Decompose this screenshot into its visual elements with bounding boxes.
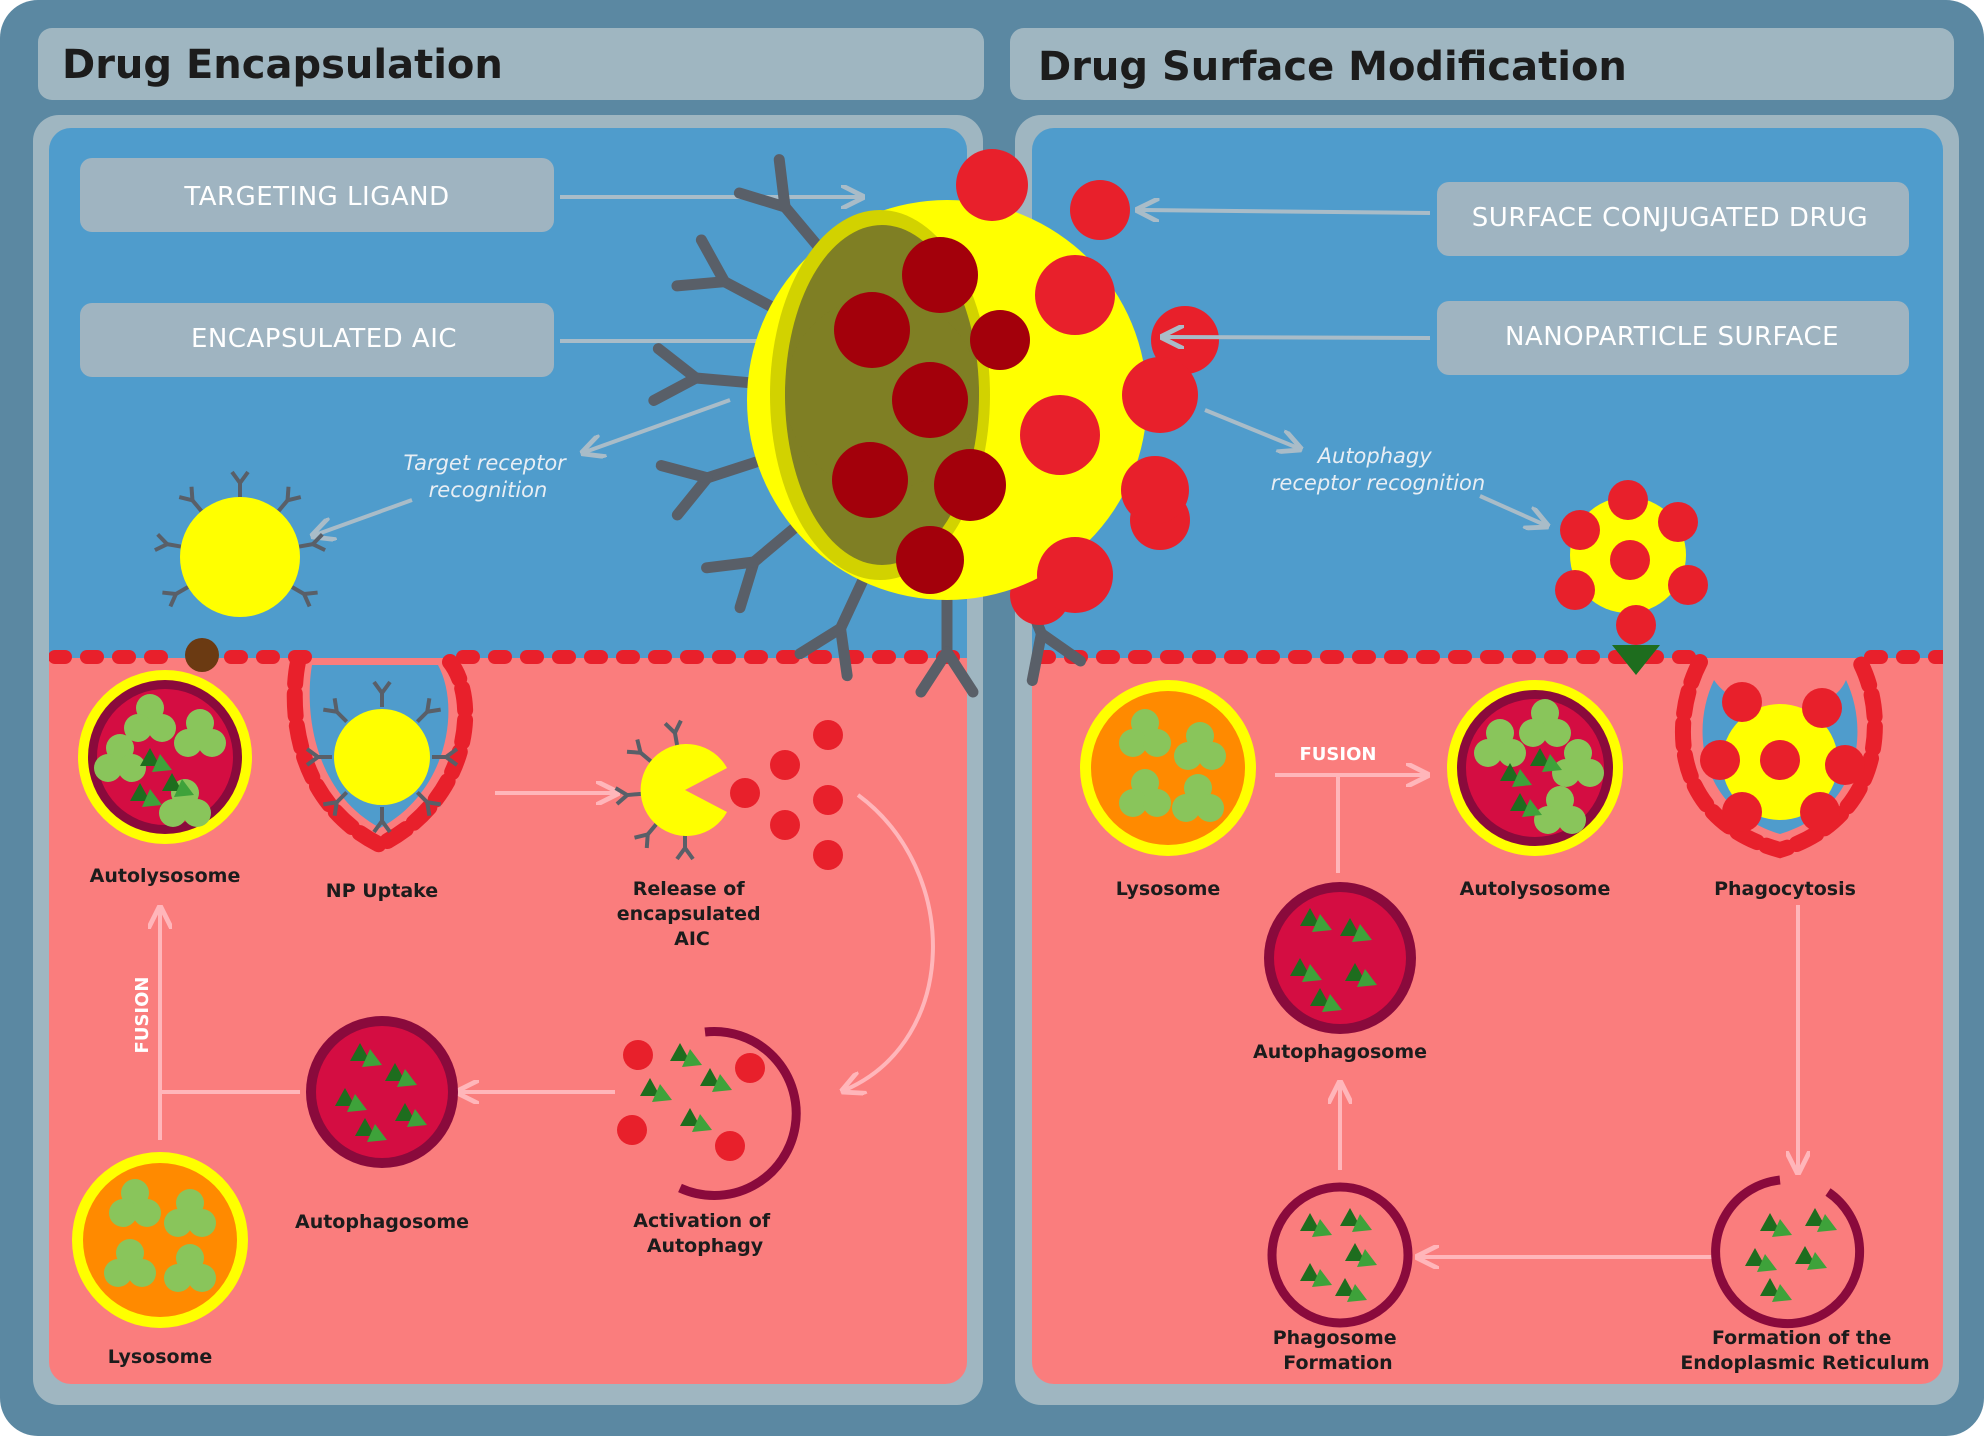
ligand-nanoparticle bbox=[152, 470, 328, 672]
docking-nanoparticle bbox=[1555, 480, 1708, 675]
left-title: Drug Encapsulation bbox=[62, 42, 503, 88]
activation-caption: Activation of Autophagy bbox=[633, 1210, 777, 1257]
right-header bbox=[1010, 28, 1954, 100]
phagocytosis-caption: Phagocytosis bbox=[1714, 878, 1856, 900]
arrow-icon bbox=[1479, 494, 1545, 525]
targeting-ligand-box bbox=[80, 158, 554, 232]
encapsulated-aic-box bbox=[80, 303, 554, 377]
targeting-ligand-label: TARGETING LIGAND bbox=[183, 182, 449, 212]
right-autophagosome bbox=[1264, 882, 1416, 1034]
activation-autophagy bbox=[617, 1027, 801, 1200]
left-fusion-label: FUSION bbox=[132, 977, 153, 1054]
np-surface-box bbox=[1437, 301, 1909, 375]
left-autolysosome-caption: Autolysosome bbox=[90, 865, 241, 887]
surface-drug-label: SURFACE CONJUGATED DRUG bbox=[1472, 203, 1868, 233]
phagosome-caption: Phagosome Formation bbox=[1273, 1327, 1404, 1374]
phagosome-formation bbox=[1267, 1182, 1413, 1328]
right-membrane bbox=[1032, 650, 1943, 664]
er-formation bbox=[1711, 1175, 1865, 1329]
left-header bbox=[38, 28, 984, 100]
pacman-nanoparticle-icon bbox=[613, 718, 843, 870]
large-nanoparticle bbox=[654, 149, 1219, 692]
encapsulated-aic-label: ENCAPSULATED AIC bbox=[191, 324, 457, 354]
np-uptake bbox=[286, 654, 474, 854]
arrow-icon bbox=[585, 398, 731, 452]
right-autophagosome-caption: Autophagosome bbox=[1253, 1041, 1427, 1063]
right-lysosome bbox=[1080, 680, 1256, 856]
left-lysosome bbox=[72, 1152, 248, 1328]
right-lysosome-caption: Lysosome bbox=[1116, 878, 1221, 900]
np-surface-label: NANOPARTICLE SURFACE bbox=[1505, 322, 1839, 352]
arrow-icon bbox=[845, 793, 935, 1090]
autophagy-receptor-annotation: Autophagy receptor recognition bbox=[1271, 444, 1485, 495]
arrow-icon bbox=[1140, 210, 1431, 213]
left-lysosome-caption: Lysosome bbox=[108, 1346, 213, 1368]
right-title: Drug Surface Modification bbox=[1038, 44, 1627, 90]
surface-drug-box bbox=[1437, 182, 1909, 256]
right-autolysosome bbox=[1447, 680, 1623, 856]
arrow-icon bbox=[1165, 337, 1431, 338]
left-autophagosome-caption: Autophagosome bbox=[295, 1211, 469, 1233]
er-caption: Formation of the Endoplasmic Reticulum bbox=[1680, 1327, 1929, 1374]
arrow-icon bbox=[1204, 408, 1298, 448]
right-autolysosome-caption: Autolysosome bbox=[1460, 878, 1611, 900]
right-fusion-label: FUSION bbox=[1300, 744, 1377, 765]
phagocytosis-pocket bbox=[1674, 654, 1883, 859]
arrow-icon bbox=[315, 498, 413, 535]
release-caption: Release of encapsulated AIC bbox=[617, 878, 767, 950]
left-autolysosome bbox=[78, 670, 252, 844]
target-receptor-annotation: Target receptor recognition bbox=[403, 451, 572, 502]
left-autophagosome bbox=[306, 1016, 458, 1168]
np-uptake-caption: NP Uptake bbox=[326, 880, 438, 902]
